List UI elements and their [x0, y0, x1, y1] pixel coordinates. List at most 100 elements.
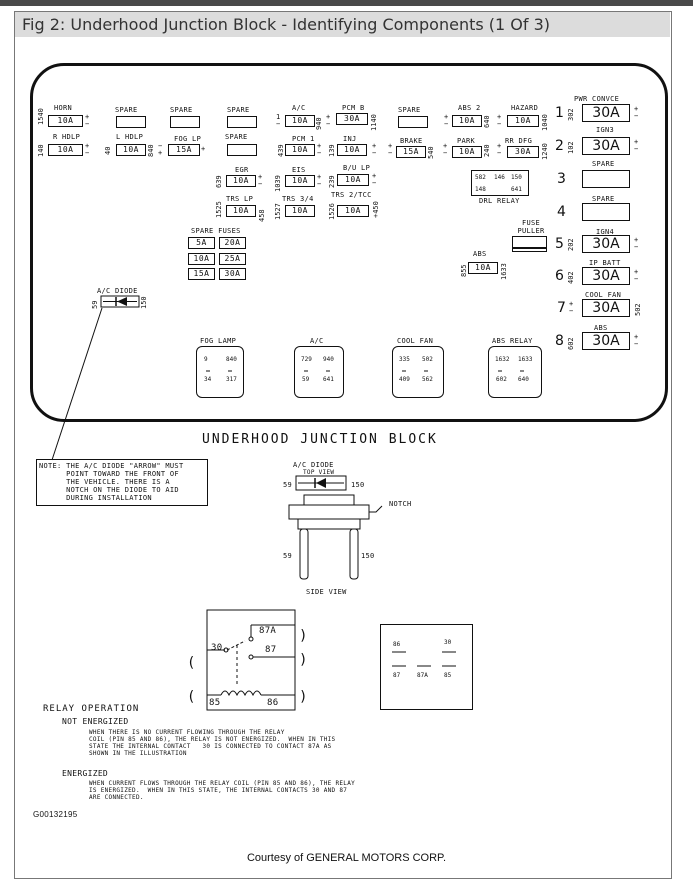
fuse-label-trs-3-4: TRS 3/4 — [282, 195, 314, 203]
spare-fuse-10a: 10A — [188, 253, 215, 265]
relay-pin: 562 — [422, 376, 433, 383]
fuse-pin-inj: 139 — [328, 144, 336, 157]
maxi-number: 7 — [557, 300, 566, 316]
maxi-fuse-ign4: 30A — [582, 235, 630, 253]
fuse-pin-r-hdlp: 140 — [37, 144, 45, 157]
fuse-label-abs2: ABS 2 — [458, 104, 481, 112]
fuse-polarity: +− — [372, 172, 377, 187]
fuse-label-egr: EGR — [235, 166, 249, 174]
maxi-pin: 602 — [567, 337, 575, 350]
relay-pinout-86: 86 — [393, 641, 401, 648]
drl-pin: 582 — [475, 174, 486, 181]
fuse-puller — [512, 248, 547, 252]
relay-ac — [294, 346, 344, 398]
figure-id: G00132195 — [33, 810, 78, 819]
diode-notch-label: NOTCH — [389, 500, 412, 508]
fuse-polarity: +− — [443, 142, 448, 157]
maxi-label-ign4: IGN4 — [596, 228, 615, 236]
maxi-label-spare: SPARE — [592, 160, 615, 168]
fuse-polarity: +− — [85, 113, 90, 128]
fuse-rr-dfg: 30A — [507, 146, 539, 158]
fuse-polarity: +− — [326, 113, 331, 128]
maxi-number: 8 — [555, 333, 564, 349]
relay-schematic: ( ( ) ) ) — [187, 609, 307, 711]
fuse-polarity: +− — [317, 173, 322, 188]
fuse-trs-lp: 10A — [226, 205, 256, 217]
relay-fog-lamp — [196, 346, 244, 398]
fuse-pin-brake: 540 — [427, 146, 435, 159]
drl-pin: 146 — [494, 174, 505, 181]
relay-pin: 9 — [204, 356, 208, 363]
fuse-polarity: +− — [497, 142, 502, 157]
drl-relay-label: DRL RELAY — [479, 197, 520, 205]
fuse-pin-l-hdlp: 40 — [104, 146, 112, 155]
relay-pin-87a: 87A — [259, 626, 277, 636]
maxi-pin: 202 — [567, 238, 575, 251]
fuse-r-hdlp: 10A — [48, 144, 83, 156]
fuse-pin-abs2: 640 — [483, 115, 491, 128]
note-leader-line — [51, 307, 103, 461]
ac-diode-label: A/C DIODE — [97, 287, 138, 295]
svg-text:(: ( — [187, 655, 195, 671]
diode-side-view — [288, 494, 383, 580]
fuse-label-trs-lp: TRS LP — [226, 195, 254, 203]
fuse-label-fog-lp: FOG LP — [174, 135, 202, 143]
energized-text: WHEN CURRENT FLOWS THROUGH THE RELAY COI… — [89, 780, 356, 801]
fuse-trs-3-4: 10A — [285, 205, 315, 217]
fuse-pin-abs: 1633 — [500, 263, 508, 280]
fuse-pin-abs: 855 — [460, 264, 468, 277]
diode-top-view-label: TOP VIEW — [303, 469, 335, 476]
fuse-polarity: +− — [388, 142, 393, 157]
fuse-pin-pcm-b: 1140 — [370, 114, 378, 131]
svg-text:): ) — [299, 689, 307, 705]
diode-note-text: NOTE: THE A/C DIODE "ARROW" MUST POINT T… — [39, 462, 184, 502]
relay-pin: 640 — [518, 376, 529, 383]
spare-fuse-20a: 20A — [219, 237, 246, 249]
relay-pinout-87a: 87A — [417, 672, 428, 679]
drl-pin: 641 — [511, 186, 522, 193]
fuse-label-spare: SPARE — [170, 106, 193, 114]
fuse-fog-lp: 15A — [168, 144, 200, 156]
fuse-polarity: +− — [634, 333, 639, 348]
maxi-label-ign3: IGN3 — [596, 126, 615, 134]
fuse-trs-2-tcc: 10A — [337, 205, 369, 217]
spare-fuses-label: SPARE FUSES — [191, 227, 241, 235]
fuse-label-horn: HORN — [54, 104, 73, 112]
fuse-label-hazard: HAZARD — [511, 104, 539, 112]
relay-pin: 1633 — [518, 356, 533, 363]
maxi-fuse-ip-batt: 30A — [582, 267, 630, 285]
fuse-label-spare: SPARE — [227, 106, 250, 114]
maxi-label-abs: ABS — [594, 324, 608, 332]
maxi-number: 3 — [557, 171, 566, 187]
fuse-label-pcm-b: PCM B — [342, 104, 365, 112]
maxi-fuse-abs: 30A — [582, 332, 630, 350]
relay-pin: 502 — [422, 356, 433, 363]
diode-note-box — [36, 459, 208, 506]
fuse-polarity: 1− — [276, 113, 281, 128]
drl-pin: 150 — [511, 174, 522, 181]
relay-pin-86: 86 — [267, 698, 279, 708]
maxi-label-pwr-convce: PWR CONVCE — [574, 95, 620, 103]
diode-pin-right: 150 — [351, 481, 365, 489]
fuse-polarity: +− — [634, 236, 639, 251]
maxi-pin: 502 — [634, 303, 642, 316]
maxi-number: 6 — [555, 268, 564, 284]
fuse-pin-horn: 1540 — [37, 108, 45, 125]
fuse-pin-trs-2-tcc: 1526 — [328, 203, 336, 220]
fuse-pin-ac: 940 — [315, 117, 323, 130]
fuse-pin: 458 — [258, 209, 266, 222]
fuse-abs2: 10A — [452, 115, 482, 127]
fuse-pin-hazard: 1040 — [541, 114, 549, 131]
relay-pinout-terminals — [392, 651, 456, 667]
not-energized-text: WHEN THERE IS NO CURRENT FLOWING THROUGH… — [89, 729, 336, 757]
fuse-polarity: +− — [317, 142, 322, 157]
relay-pin-87: 87 — [265, 645, 277, 655]
fuse-polarity: +− — [85, 142, 90, 157]
title-bar — [15, 12, 670, 37]
fuse-label-l-hdlp: L HDLP — [116, 133, 144, 141]
maxi-fuse-cool-fan: 30A — [582, 299, 630, 317]
fuse-brake: 15A — [396, 146, 426, 158]
relay-label-fog-lamp: FOG LAMP — [200, 337, 237, 345]
svg-text:): ) — [299, 628, 307, 644]
fuse-pin-rr-dfg: 1240 — [541, 143, 549, 160]
